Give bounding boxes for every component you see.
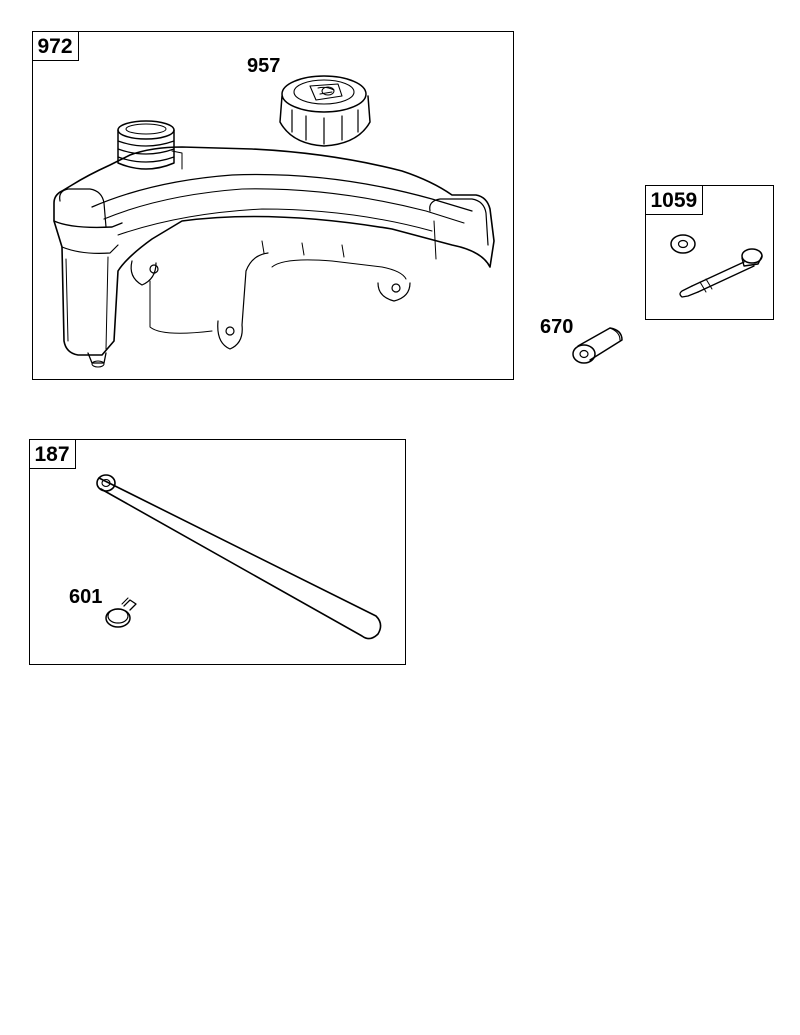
group-number-1059: 1059 <box>644 184 704 215</box>
callout-957: 957 <box>247 55 281 77</box>
spacer-drawing <box>572 327 623 364</box>
washer-drawing <box>670 234 696 254</box>
hose-clamp-drawing <box>105 597 137 628</box>
group-box-187: 187 <box>28 438 406 665</box>
group-box-972: 972 <box>31 30 514 380</box>
shoulder-bolt-drawing <box>679 248 763 298</box>
callout-601: 601 <box>69 586 103 608</box>
fuel-hose-drawing <box>96 474 382 640</box>
callout-670: 670 <box>540 316 574 338</box>
fuel-cap-drawing <box>279 75 371 147</box>
fuel-tank-drawing <box>53 120 495 368</box>
group-number-187: 187 <box>28 438 76 469</box>
group-box-1059: 1059 <box>644 184 774 320</box>
group-number-972: 972 <box>31 30 79 61</box>
